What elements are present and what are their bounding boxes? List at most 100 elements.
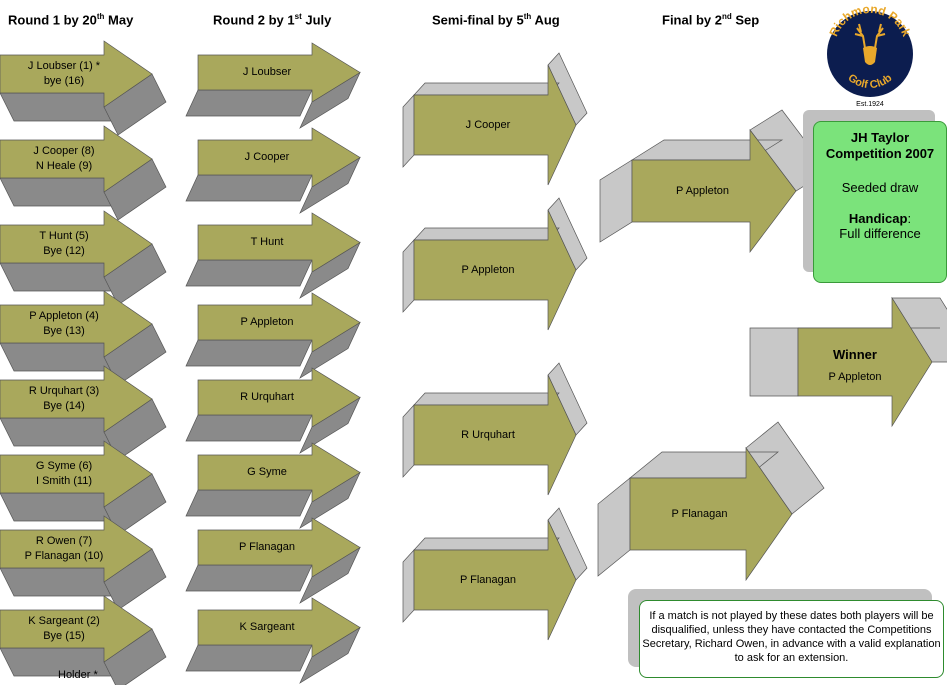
round1-arrow-3-label: T Hunt (5) Bye (12) <box>0 229 128 259</box>
round2-arrow-5-bottom <box>185 414 313 442</box>
semi-arrow-3-left <box>402 404 415 478</box>
semi-arrow-3-label: R Urquhart <box>414 428 562 443</box>
round1-arrow-1 <box>0 40 153 108</box>
final-arrow-2-label: P Flanagan <box>630 507 769 522</box>
semi-arrow-3-top <box>413 392 560 406</box>
stag-head-icon <box>863 46 877 65</box>
semi-arrow-2-line1: P Appleton <box>461 263 515 276</box>
round2-arrow-3 <box>197 212 361 273</box>
round1-arrow-1-line1: J Loubser (1) * <box>27 60 101 72</box>
round1-arrow-3-bottom <box>0 262 119 292</box>
winner-arrow-label: Winner P Appleton <box>798 347 912 385</box>
round1-arrow-4-line1: P Appleton (4) <box>29 310 99 322</box>
round1-arrow-5 <box>0 365 153 433</box>
round2-arrow-7-line1: P Flanagan <box>238 541 296 553</box>
final-arrow-1-label: P Appleton <box>632 184 773 199</box>
round2-arrow-8-bottom <box>185 644 313 672</box>
round1-arrow-4-line2: Bye (13) <box>43 325 85 337</box>
round1-arrow-7-label: R Owen (7)P Flanagan (10) <box>0 534 128 564</box>
semi-arrow-4 <box>413 519 577 641</box>
header-round1: Round 1 by 20th May <box>8 12 134 28</box>
round1-arrow-8-label: K Sargeant (2) Bye (15) <box>0 614 128 644</box>
round1-arrow-8 <box>0 595 153 663</box>
final-arrow-2-left <box>597 477 631 577</box>
club-logo: Richmond Park Golf Club Est.1924 <box>826 2 913 108</box>
round2-arrow-6 <box>197 442 361 503</box>
round1-arrow-2-label: J Cooper (8) N Heale (9) <box>0 144 128 174</box>
round1-arrow-6-label: G Syme (6)I Smith (11) <box>0 459 128 489</box>
handicap-value: Full difference <box>839 226 921 241</box>
round2-arrow-1-line1: J Loubser <box>242 66 292 78</box>
round2-arrow-2-line1: J Cooper <box>244 151 290 163</box>
round2-arrow-4 <box>197 292 361 353</box>
round1-arrow-3 <box>0 210 153 278</box>
round1-arrow-1-label: J Loubser (1) * bye (16) <box>0 59 128 89</box>
disqualification-note: If a match is not played by these dates … <box>639 600 944 678</box>
round2-arrow-1 <box>197 42 361 103</box>
semi-arrow-4-label: P Flanagan <box>414 573 562 588</box>
round2-arrow-3-line1: T Hunt <box>250 236 284 248</box>
logo-bottom-text: Golf Club <box>846 72 895 91</box>
round2-arrow-3-bottom <box>185 259 313 287</box>
round2-arrow-6-bottom <box>185 489 313 517</box>
round2-arrow-4-line1: P Appleton <box>240 316 294 328</box>
semi-arrow-4-line1: P Flanagan <box>459 573 517 586</box>
round2-arrow-1-bottom <box>185 89 313 117</box>
round1-arrow-2-bottom <box>0 177 119 207</box>
round1-arrow-6-line2: I Smith (11) <box>35 475 93 487</box>
round2-arrow-6-line1: G Syme <box>247 466 287 478</box>
round2-arrow-4-bottom <box>185 339 313 367</box>
round2-arrow-1-label: J Loubser <box>198 65 336 80</box>
round1-arrow-3-line2: Bye (12) <box>43 245 85 257</box>
round2-arrow-6-label: G Syme <box>198 465 336 480</box>
round2-arrow-2-label: J Cooper <box>198 150 336 165</box>
header-final: Final by 2nd Sep <box>662 12 760 28</box>
header-semi-final: Semi-final by 5th Aug <box>432 12 560 28</box>
round1-arrow-4 <box>0 290 153 358</box>
round1-arrow-7-line2: P Flanagan (10) <box>24 550 104 562</box>
round1-arrow-2-line2: N Heale (9) <box>35 160 93 172</box>
round1-arrow-2-line1: J Cooper (8) <box>33 145 95 157</box>
round2-arrow-5-line1: R Urquhart <box>240 391 294 403</box>
winner-arrow <box>797 296 933 428</box>
final-arrow-2 <box>629 446 793 582</box>
round2-arrow-7-bottom <box>185 564 313 592</box>
round1-arrow-8-line1: K Sargeant (2) <box>28 615 100 627</box>
round1-arrow-3-line1: T Hunt (5) <box>39 230 89 242</box>
seeded-draw-text: Seeded draw <box>841 180 919 195</box>
semi-arrow-2-label: P Appleton <box>414 263 562 278</box>
final-arrow-1 <box>631 128 797 254</box>
final-arrow-2-line1: P Flanagan <box>671 507 728 520</box>
logo-est: Est.1924 <box>856 101 884 108</box>
round1-arrow-1-line2: bye (16) <box>43 75 85 87</box>
winner-arrow-line2: P Appleton <box>828 371 882 383</box>
final-arrow-1-line1: P Appleton <box>675 184 729 197</box>
semi-arrow-1-left <box>402 94 415 168</box>
round2-arrow-4-label: P Appleton <box>198 315 336 330</box>
round2-arrow-8-label: K Sargeant <box>198 620 336 635</box>
round2-arrow-8-line1: K Sargeant <box>239 621 295 633</box>
winner-arrow-line1: Winner <box>833 347 877 362</box>
round1-arrow-8-line2: Bye (15) <box>43 630 85 642</box>
header-round2: Round 2 by 1st July <box>213 12 332 28</box>
round2-arrow-3-label: T Hunt <box>198 235 336 250</box>
semi-arrow-4-top <box>413 537 560 551</box>
semi-arrow-4-left <box>402 549 415 623</box>
round2-arrow-7-label: P Flanagan <box>198 540 336 555</box>
round2-arrow-7 <box>197 517 361 578</box>
round1-arrow-6-bottom <box>0 492 119 522</box>
semi-arrow-1-line1: J Cooper <box>465 118 511 131</box>
round1-arrow-5-line2: Bye (14) <box>43 400 85 412</box>
round2-arrow-5 <box>197 367 361 428</box>
semi-arrow-1-top <box>413 82 560 96</box>
round1-arrow-2 <box>0 125 153 193</box>
round2-arrow-8 <box>197 597 361 658</box>
semi-arrow-2-top <box>413 227 560 241</box>
holder-note: Holder * <box>58 669 98 681</box>
semi-arrow-2 <box>413 209 577 331</box>
semi-arrow-3-line1: R Urquhart <box>461 428 515 441</box>
round1-arrow-4-label: P Appleton (4) Bye (13) <box>0 309 128 339</box>
